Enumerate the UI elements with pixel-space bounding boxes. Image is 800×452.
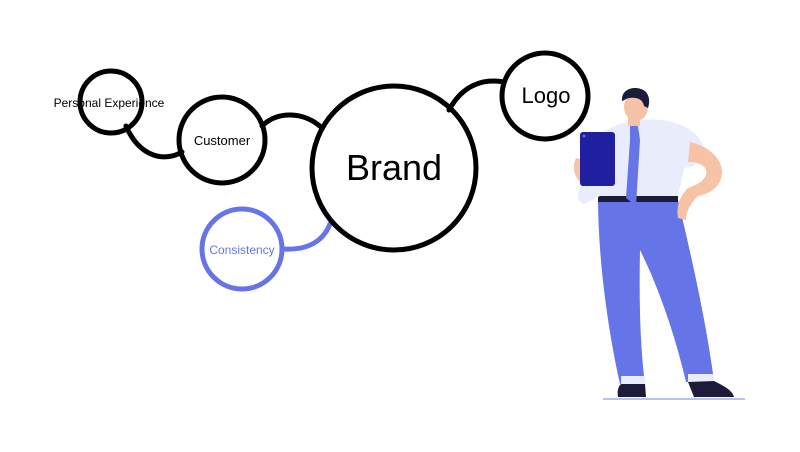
trousers [598, 196, 714, 384]
tie [626, 126, 640, 206]
node-personal-experience-circle [77, 68, 145, 136]
connector-customer-brand [259, 112, 325, 131]
man-holding-tablet-illustration [573, 88, 745, 400]
node-customer-label: Customer [194, 133, 251, 148]
node-logo-label: Logo [522, 83, 571, 108]
node-logo-circle [499, 50, 591, 142]
right-sock [688, 374, 714, 383]
node-consistency: Consistency [199, 206, 285, 292]
left-shoe [617, 384, 646, 397]
node-personal-experience-label: Personal Experience [54, 96, 165, 110]
shirt [598, 119, 704, 196]
belt [598, 192, 678, 202]
right-shoe [688, 381, 734, 397]
right-arm [677, 142, 722, 220]
node-brand: Brand [309, 83, 479, 253]
node-consistency-circle [199, 206, 285, 292]
connector-personal-experience-customer [123, 123, 185, 160]
tablet [580, 132, 615, 186]
node-brand-label: Brand [346, 147, 442, 188]
tablet-camera [582, 134, 586, 138]
connector-brand-logo [446, 78, 507, 113]
connector-brand-consistency [281, 221, 333, 252]
node-brand-circle [309, 83, 479, 253]
node-personal-experience: Personal Experience [54, 68, 165, 136]
node-logo: Logo [499, 50, 591, 142]
node-customer-circle [176, 94, 268, 186]
hair [621, 88, 650, 108]
left-sock [621, 376, 645, 385]
node-consistency-label: Consistency [209, 243, 274, 257]
connectors [123, 78, 507, 252]
node-customer: Customer [176, 94, 268, 186]
